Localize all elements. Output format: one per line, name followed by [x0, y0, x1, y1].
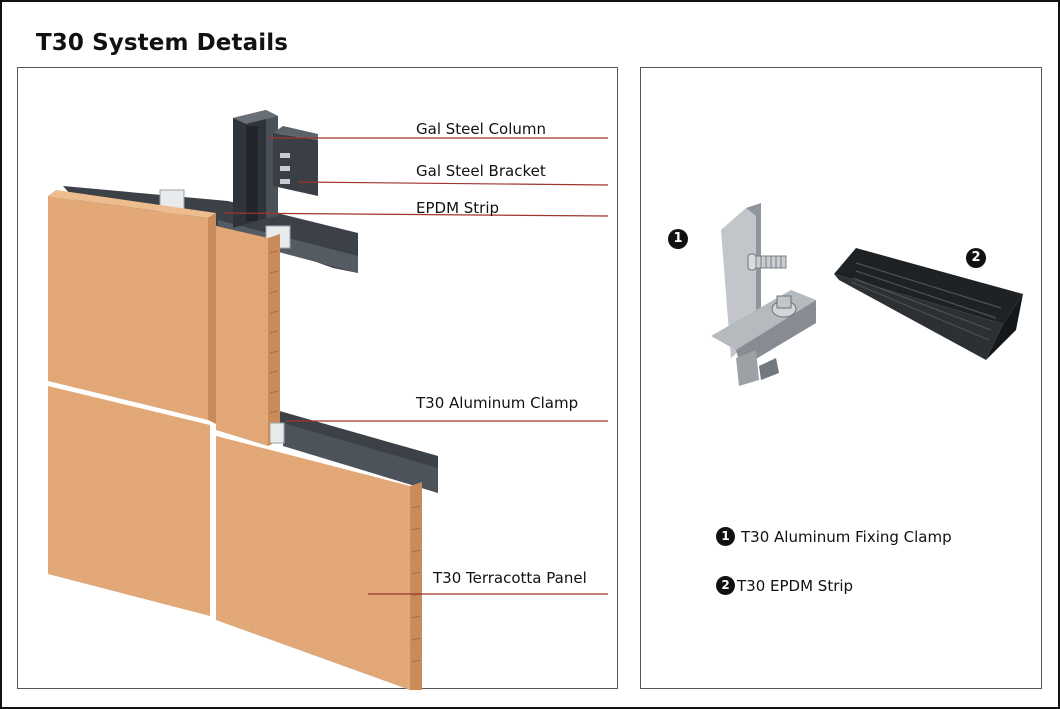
terracotta-panel-lower-left — [48, 386, 210, 616]
leader-bracket — [297, 181, 609, 186]
lower-clamp — [269, 422, 285, 444]
leader-epdm — [223, 212, 609, 217]
label-terracotta-panel: T30 Terracotta Panel — [433, 569, 587, 587]
components-panel: 1 2 1 T30 Aluminum Fixing Clamp 2 T30 EP… — [640, 67, 1042, 689]
gal-steel-column — [233, 110, 278, 228]
label-gal-steel-bracket: Gal Steel Bracket — [416, 162, 546, 180]
terracotta-panel-upper-right — [216, 226, 268, 446]
legend-badge-2: 2 — [716, 576, 735, 595]
terracotta-panel-lower-right — [216, 436, 410, 690]
page-title: T30 System Details — [36, 30, 288, 56]
legend-label-epdm: T30 EPDM Strip — [737, 576, 854, 595]
terracotta-panel-upper-left — [48, 196, 208, 420]
component-badge-2: 2 — [966, 248, 986, 268]
components-illustration — [711, 203, 1023, 386]
gal-steel-bracket — [273, 126, 318, 196]
label-aluminum-clamp: T30 Aluminum Clamp — [416, 394, 579, 412]
label-epdm-strip: EPDM Strip — [416, 199, 500, 217]
component-badge-1: 1 — [668, 229, 688, 249]
epdm-strip-image — [834, 248, 1023, 360]
aluminum-fixing-clamp-image — [711, 203, 816, 386]
legend-label-clamp: T30 Aluminum Fixing Clamp — [741, 527, 952, 546]
legend-item-epdm: 2 T30 EPDM Strip — [716, 576, 853, 595]
label-gal-steel-column: Gal Steel Column — [416, 120, 546, 138]
leader-lines — [223, 137, 609, 595]
legend-badge-1: 1 — [716, 527, 735, 546]
facade-system-illustration — [48, 110, 609, 690]
legend-item-clamp: 1 T30 Aluminum Fixing Clamp — [716, 527, 952, 546]
system-drawing-panel: Gal Steel Column Gal Steel Bracket EPDM … — [17, 67, 618, 690]
